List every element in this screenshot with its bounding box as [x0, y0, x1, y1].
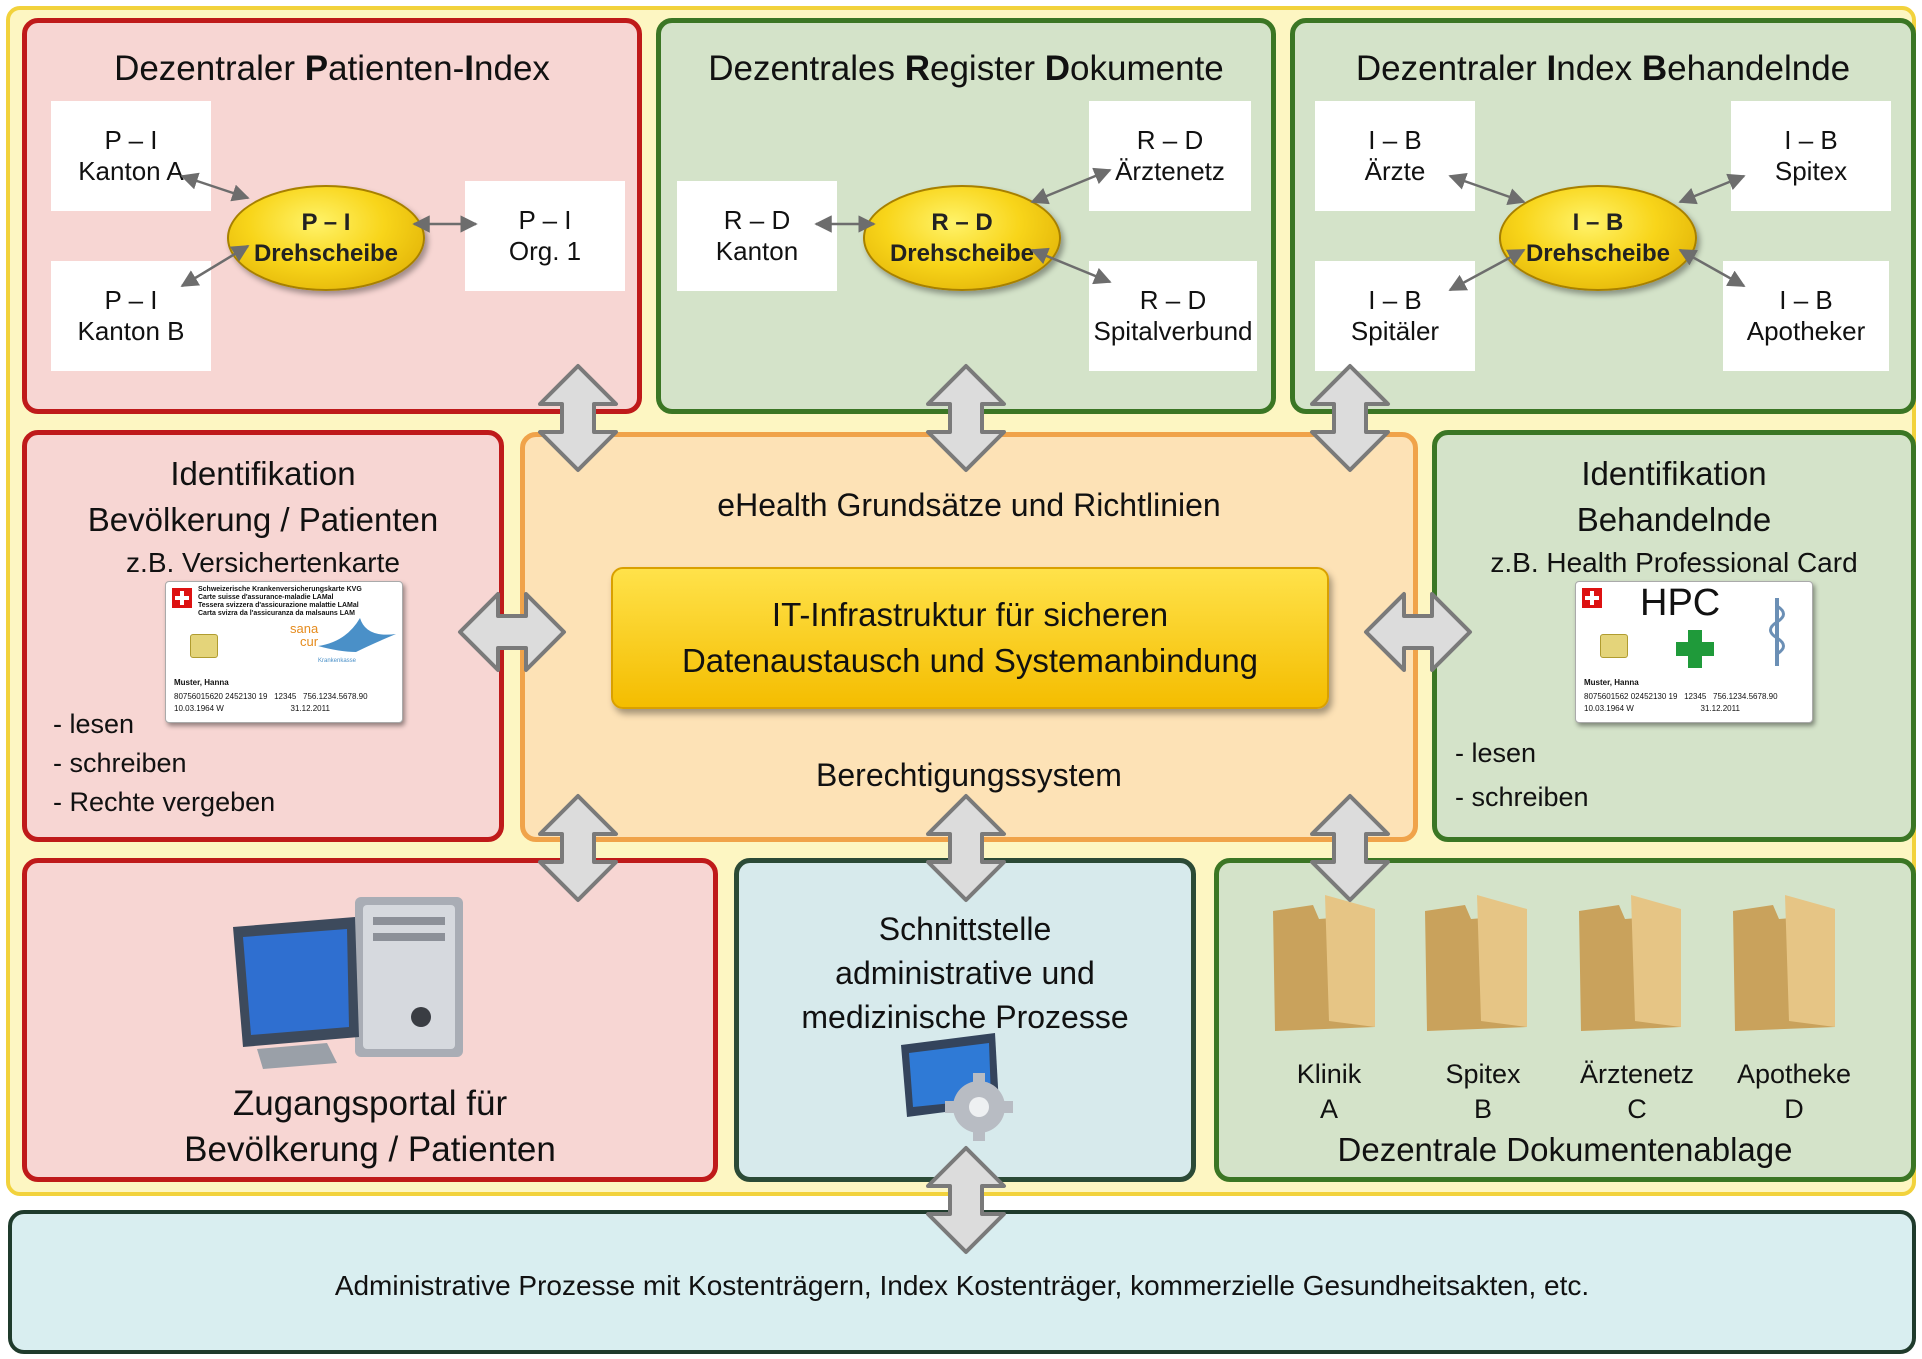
connector-ib-spitex	[1678, 173, 1746, 205]
double-arrow-icon	[926, 364, 1006, 472]
caduceus-icon	[1769, 598, 1785, 666]
double-arrow-icon	[926, 794, 1006, 902]
double-arrow-icon	[538, 364, 618, 472]
id-pat-heading: Identifikation Bevölkerung / Patienten z…	[87, 455, 439, 578]
swiss-cross-icon	[172, 588, 192, 608]
connector-rd-spitalverbund	[1030, 247, 1112, 285]
panel-identifikation-behandelnde: Identifikation Behandelnde z.B. Health P…	[1432, 430, 1916, 842]
card-holder-name: Muster, Hanna	[174, 678, 229, 687]
connector-ib-spitaeler	[1448, 248, 1526, 292]
card-numbers: 8075601562 02452130 19 12345 756.1234.56…	[1584, 692, 1778, 701]
hub-connectors	[180, 167, 1746, 292]
chip-icon	[1600, 634, 1628, 658]
health-professional-card: HPC Muster, Hanna 8075601562 02452130 19…	[1575, 581, 1813, 723]
id-pat-actions: - lesen- schreiben- Rechte vergeben	[53, 709, 276, 817]
double-arrow-icon	[1364, 592, 1472, 672]
double-arrow-icon	[458, 592, 566, 672]
computer-icon	[233, 897, 463, 1069]
folder-icon	[1569, 891, 1689, 1031]
bird-logo	[318, 618, 396, 652]
folder-icon	[1415, 891, 1535, 1031]
connector-ib-apotheker	[1678, 248, 1746, 288]
administrative-prozesse-label: Administrative Prozesse mit Kostenträger…	[334, 1270, 1590, 1301]
insurance-card: Schweizerische Krankenversicherungskarte…	[165, 581, 403, 723]
id-beh-heading: Identifikation Behandelnde z.B. Health P…	[1490, 455, 1858, 578]
hpc-logo: HPC	[1640, 582, 1721, 624]
connector-ib-aerzte	[1448, 172, 1526, 206]
authorization-system-label: Berechtigungssystem	[816, 757, 1122, 793]
connector-pi-kanton-a	[180, 172, 250, 202]
panel-ehealth-center: eHealth Grundsätze und Richtlinien IT-In…	[520, 432, 1418, 842]
id-beh-actions: - lesen- schreiben	[1455, 738, 1589, 812]
card-holder-name: Muster, Hanna	[1584, 678, 1639, 687]
card-header-text: Schweizerische Krankenversicherungskarte…	[198, 586, 362, 617]
card-brand-sub: Krankenkasse	[318, 658, 357, 664]
connector-rd-aerztenetz	[1030, 167, 1112, 205]
card-dates: 10.03.1964 W 31.12.2011	[1584, 704, 1740, 713]
card-numbers: 80756015620 2452130 19 12345 756.1234.56…	[174, 692, 368, 701]
settings-monitor-icon	[901, 1033, 1013, 1141]
double-arrow-icon	[1310, 794, 1390, 902]
card-dates: 10.03.1964 W 31.12.2011	[174, 704, 330, 713]
double-arrow-icon	[538, 794, 618, 902]
panel-title-index-behandelnde: Dezentraler Index Behandelnde	[1355, 49, 1851, 88]
double-arrow-icon	[1310, 364, 1390, 472]
folder-icon	[1263, 891, 1383, 1031]
panel-title-register-dokumente: Dezentrales Register Dokumente	[708, 49, 1224, 88]
dokumentenablage-label: Dezentrale Dokumentenablage	[1337, 1131, 1793, 1168]
connector-pi-kanton-b	[180, 244, 250, 288]
chip-icon	[190, 634, 218, 658]
pharmacy-cross-icon	[1676, 630, 1714, 668]
swiss-cross-icon	[1582, 588, 1602, 608]
panel-title-patient-index: Dezentraler Patienten-Index	[114, 49, 550, 88]
folder-icon	[1723, 891, 1843, 1031]
double-arrow-icon	[926, 1146, 1006, 1254]
ehealth-principles-label: eHealth Grundsätze und Richtlinien	[717, 487, 1221, 523]
panel-identifikation-patienten: Identifikation Bevölkerung / Patienten z…	[22, 430, 504, 842]
